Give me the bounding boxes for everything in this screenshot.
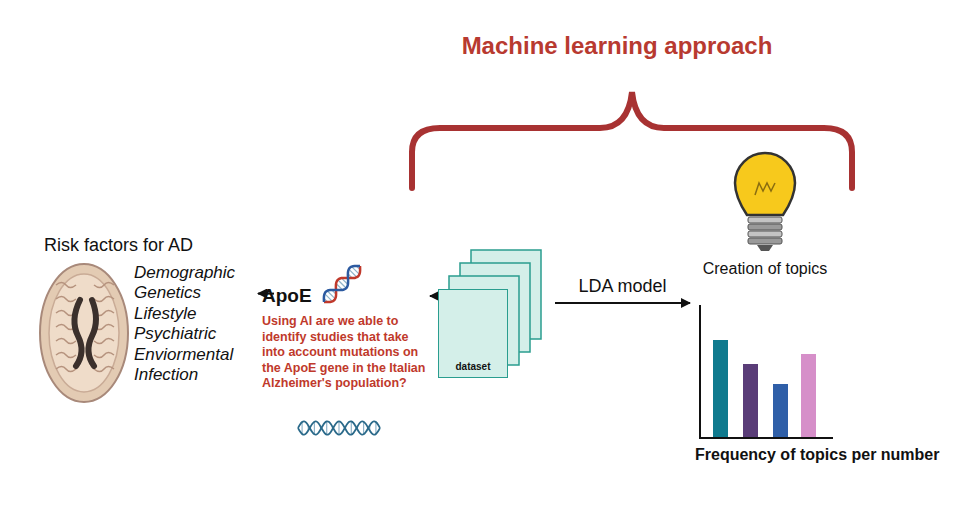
- dna-strand: [324, 266, 360, 302]
- chart-bar: [713, 340, 728, 437]
- bar-chart-node: Frequency of topics per number: [695, 300, 975, 468]
- brain-fold: [56, 297, 76, 302]
- dna-icon: [324, 266, 360, 302]
- chart-bar: [773, 384, 788, 437]
- dna-rung: [351, 421, 352, 435]
- brain-fold: [94, 339, 114, 344]
- chart-caption: Frequency of topics per number: [695, 446, 975, 464]
- brain-folds: [56, 283, 114, 372]
- dataset-label: dataset: [439, 361, 507, 373]
- risk-factor: Demographic: [134, 263, 264, 283]
- arrow-connector: [555, 302, 690, 304]
- brain-fold: [56, 353, 76, 358]
- dataset-sheet: dataset: [438, 289, 508, 378]
- brain-fold: [94, 367, 114, 372]
- risk-factor: Genetics: [134, 283, 264, 303]
- dna-rung: [314, 421, 315, 434]
- bulb-glass: [735, 153, 795, 215]
- edge-label: LDA model: [576, 276, 668, 296]
- bulb-tip: [757, 245, 773, 251]
- gene-name: ApoE: [262, 284, 434, 308]
- dna-rung: [327, 291, 335, 299]
- risk-factor: Enviormental: [134, 345, 264, 365]
- dna-icon: [298, 421, 380, 435]
- dna-rung: [352, 267, 360, 275]
- brain-fold: [56, 339, 76, 344]
- brain-outline: [40, 264, 128, 402]
- chart-bar: [801, 354, 816, 437]
- dna-strand: [324, 266, 360, 302]
- bulb-base: [748, 217, 782, 223]
- bulb-base: [748, 238, 782, 244]
- brain-ventricle: [88, 300, 96, 366]
- risk-factor: Infection: [134, 365, 264, 385]
- brain-illustration: [40, 264, 128, 402]
- dna-strand: [298, 421, 380, 434]
- bar-chart: [695, 300, 845, 442]
- lightbulb-node: Creation of topics: [685, 135, 845, 278]
- risk-factor: Lifestyle: [134, 304, 264, 324]
- brain-fold: [94, 297, 114, 302]
- chart-axes: [700, 305, 833, 438]
- brain-ventricle: [74, 300, 81, 366]
- dna-rung: [363, 421, 364, 434]
- node-caption: Creation of topics: [685, 260, 845, 278]
- bulb-base: [748, 224, 782, 230]
- brain-fold: [94, 353, 114, 358]
- gene-box: ApoE Using AI are we able to identify stu…: [262, 284, 434, 392]
- risk-factor: Psychiatric: [134, 324, 264, 344]
- dna-rung: [326, 421, 327, 435]
- list-heading: Risk factors for AD: [44, 234, 264, 256]
- risk-factor-list: Risk factors for AD DemographicGeneticsLi…: [44, 234, 264, 385]
- brain-fold: [94, 283, 114, 288]
- brain-fold: [56, 283, 76, 288]
- brain-fold: [56, 367, 76, 372]
- dna-rung: [338, 421, 339, 435]
- chart-bar: [743, 364, 758, 437]
- brain-cortex: [49, 274, 119, 392]
- research-question: Using AI are we able to identify studies…: [262, 314, 434, 392]
- title: Machine learning approach: [0, 32, 980, 60]
- bulb-base: [748, 231, 782, 237]
- bulb-filament: [755, 183, 775, 195]
- lightbulb-icon: [685, 135, 845, 257]
- dna-strand: [298, 421, 380, 434]
